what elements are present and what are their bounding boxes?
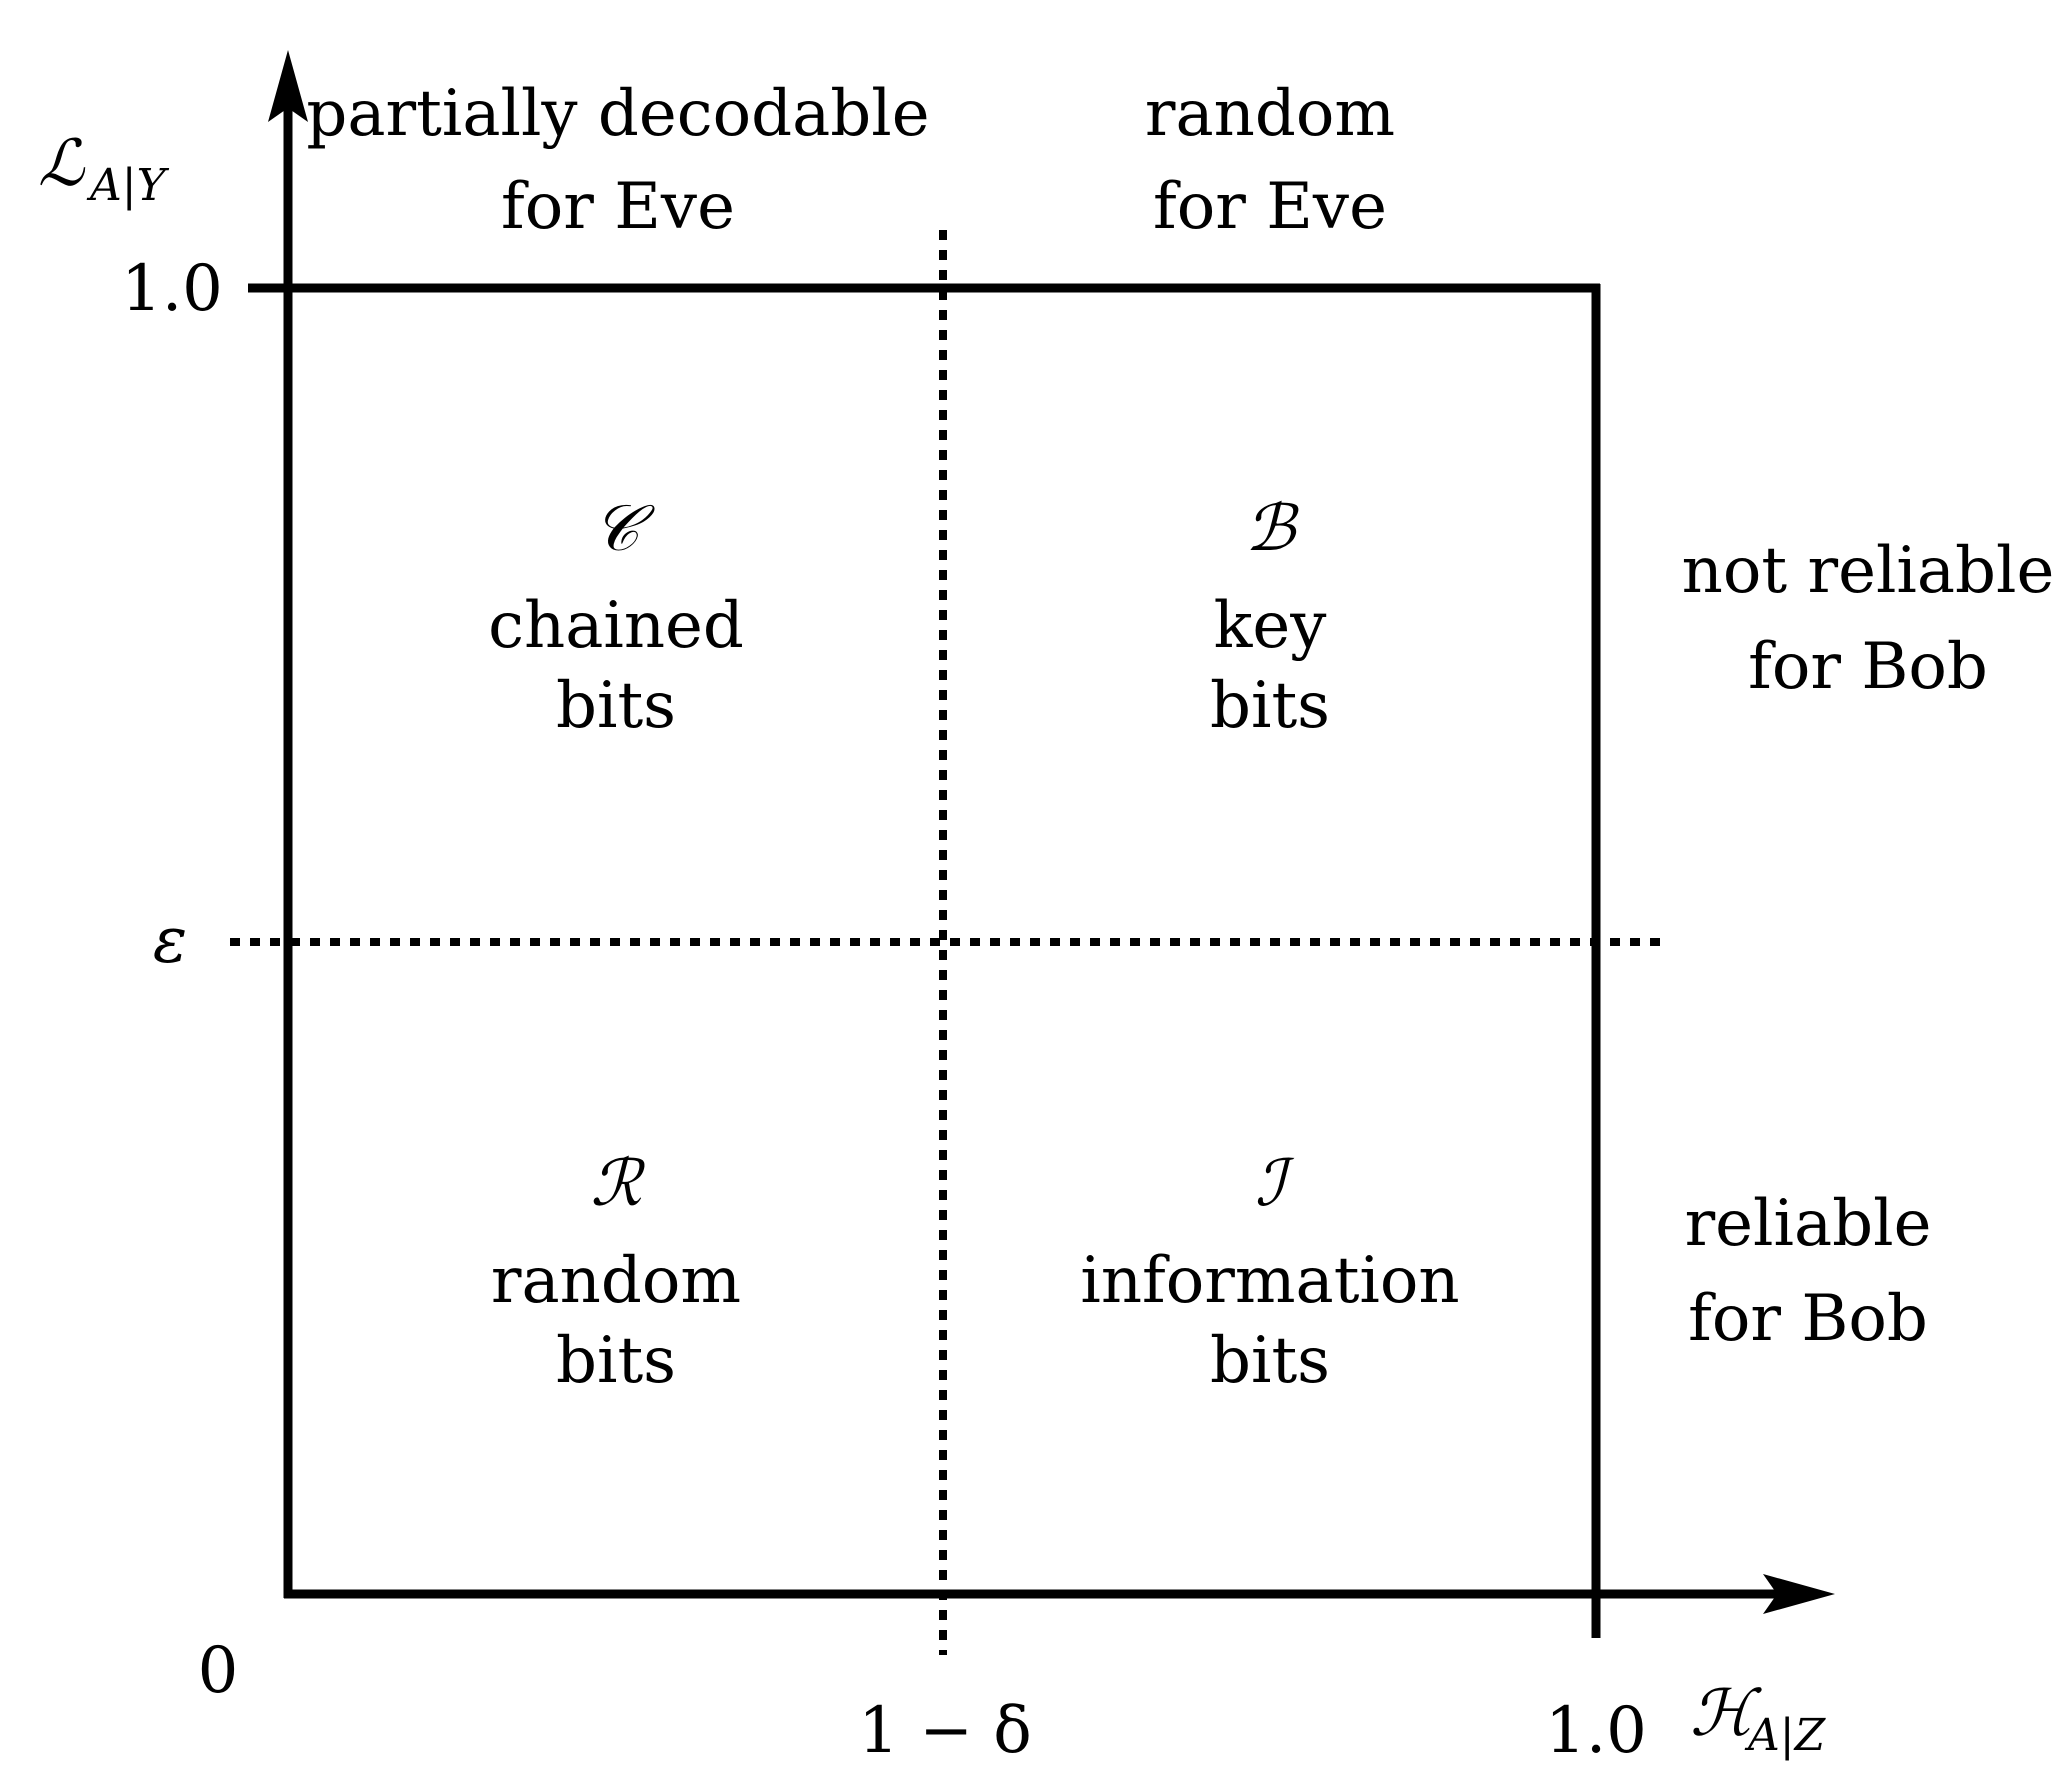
row-header-top-line1: not reliable [1682,534,2055,608]
region-random-line1: random [491,1244,741,1318]
x-axis-symbol: ℋ [1690,1677,1762,1751]
y-top-tick-label: 1.0 [121,252,223,326]
row-header-bottom-line2: for Bob [1688,1282,1928,1356]
y-axis-subscript: A|Y [86,160,170,211]
column-header-left-line1: partially decodable [306,77,929,151]
region-key-symbol: ℬ [1245,492,1300,566]
region-information-line2: bits [1210,1324,1330,1398]
row-header-bottom: reliable for Bob [1685,1187,1932,1356]
region-chained-line1: chained [488,589,744,663]
column-header-right-line1: random [1145,77,1395,151]
row-header-top: not reliable for Bob [1682,534,2055,704]
region-chained-bits: 𝒞 chained bits [488,492,744,743]
region-key-line1: key [1214,589,1327,663]
region-key-bits: ℬ key bits [1210,492,1330,743]
region-chained-line2: bits [556,669,676,743]
region-key-line2: bits [1210,669,1330,743]
x-axis-subscript: A|Z [1744,1710,1827,1761]
column-header-left: partially decodable for Eve [306,77,929,244]
origin-label: 0 [198,1634,239,1708]
region-information-symbol: ℐ [1255,1147,1295,1221]
row-header-bottom-line1: reliable [1685,1187,1932,1261]
x-axis-label: ℋ A|Z [1690,1677,1827,1761]
region-random-line2: bits [556,1324,676,1398]
column-header-left-line2: for Eve [501,170,735,244]
region-information-line1: information [1080,1244,1459,1318]
unit-boundary [248,283,1601,1638]
axes [268,50,1835,1614]
column-header-right-line2: for Eve [1153,170,1387,244]
y-axis-arrowhead [268,50,308,122]
column-header-right: random for Eve [1145,77,1395,244]
x-axis-arrowhead [1763,1574,1835,1614]
threshold-lines [230,230,1660,1655]
y-epsilon-tick-label: ε [153,904,187,978]
y-axis-label: ℒ A|Y [38,127,170,211]
region-random-symbol: ℛ [590,1147,645,1221]
region-random-bits: ℛ random bits [491,1147,741,1398]
y-axis-symbol: ℒ [38,127,86,201]
row-header-top-line2: for Bob [1748,630,1988,704]
x-right-tick-label: 1.0 [1545,1694,1647,1768]
region-information-bits: ℐ information bits [1080,1147,1459,1398]
region-chained-symbol: 𝒞 [593,492,656,566]
x-delta-tick-label: 1 − δ [858,1694,1032,1768]
